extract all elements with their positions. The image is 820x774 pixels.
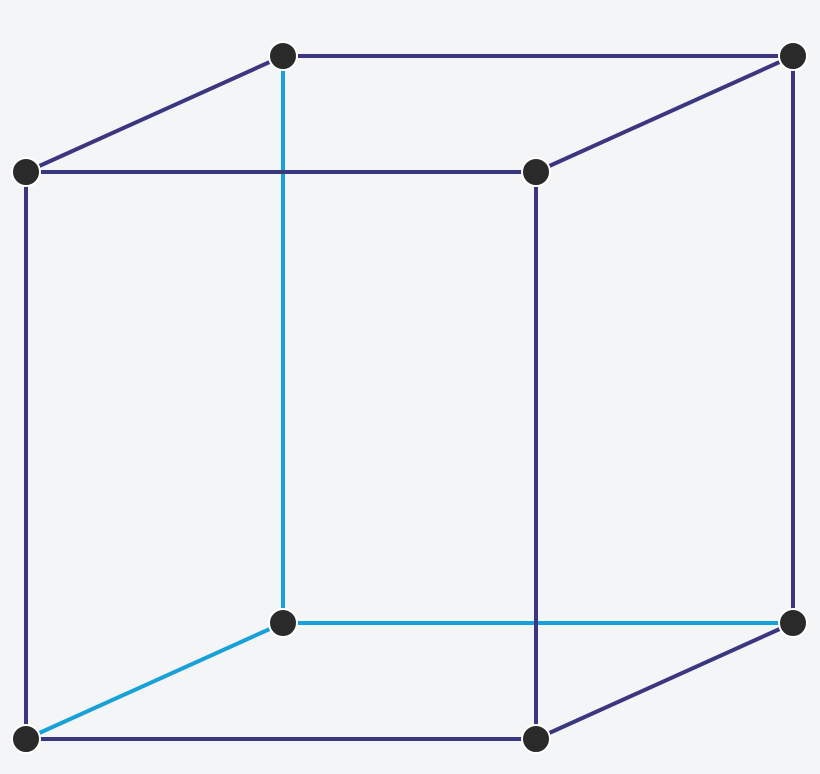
edge-depth-bottom-right	[534, 621, 795, 741]
vertex-front-bottom-left	[11, 724, 41, 754]
cube-vertices	[11, 41, 808, 754]
vertex-back-bottom-left	[268, 608, 298, 638]
vertex-back-top-right	[778, 41, 808, 71]
cube-edges	[24, 54, 795, 741]
vertex-front-top-right	[521, 157, 551, 187]
vertex-back-top-left	[268, 41, 298, 71]
edge-depth-top-right	[534, 54, 795, 174]
vertex-front-bottom-right	[521, 724, 551, 754]
vertex-back-bottom-right	[778, 608, 808, 638]
edge-depth-top-left	[24, 54, 285, 174]
edge-depth-bottom-left	[24, 621, 285, 741]
vertex-front-top-left	[11, 157, 41, 187]
